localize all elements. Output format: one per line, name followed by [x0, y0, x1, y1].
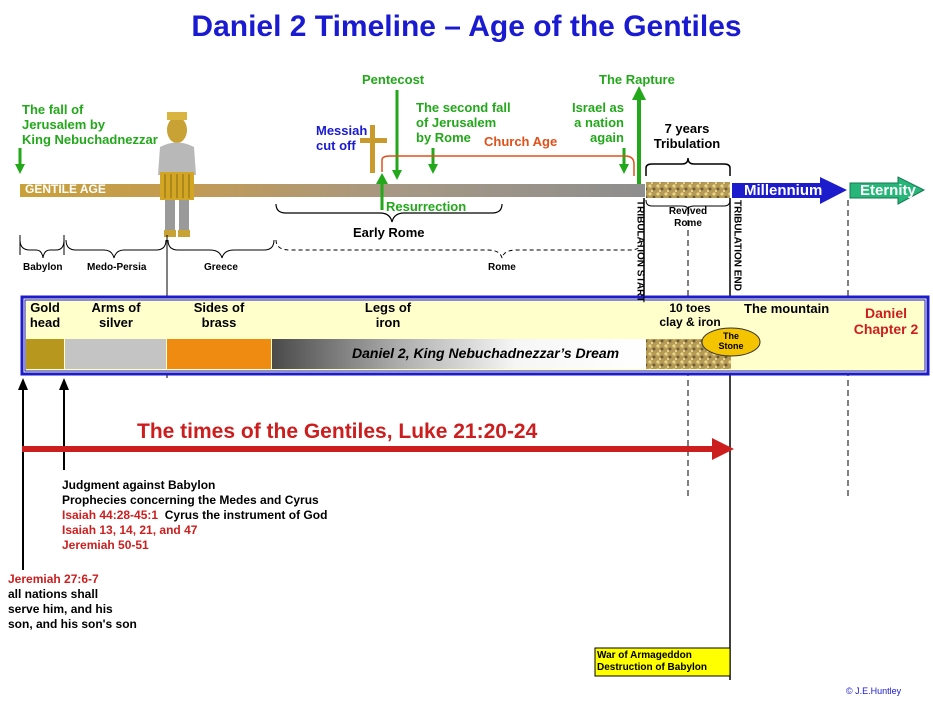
stone-ellipse: [701, 327, 761, 357]
page-title: Daniel 2 Timeline – Age of the Gentiles: [191, 10, 742, 43]
empire-medo-persia: Medo-Persia: [87, 262, 147, 273]
medo-persia-brace: [65, 239, 167, 259]
pentecost-label: Pentecost: [362, 72, 425, 87]
armageddon-label: War of Armageddon Destruction of Babylon: [597, 650, 708, 673]
stone-label: The Stone: [718, 331, 744, 352]
brass-block: [167, 339, 271, 369]
mountain-label: The mountain: [744, 301, 830, 316]
jeremiah-note: Jeremiah 27:6-7 all nations shall serve …: [8, 572, 137, 631]
second-fall-label: The second fall of Jerusalem by Rome: [416, 100, 511, 145]
sides-brass-label: Sides of brass: [193, 300, 245, 330]
statue-figure-icon: [158, 112, 196, 237]
gold-head-label: Gold head: [29, 300, 61, 330]
babylon-notes: Judgment against Babylon Prophecies conc…: [62, 478, 328, 552]
silver-block: [65, 339, 166, 369]
tribulation-bracket: [645, 157, 731, 176]
dream-label: Daniel 2, King Nebuchadnezzar’s Dream: [352, 345, 620, 361]
empire-rome: Rome: [488, 262, 516, 273]
millennium-arrow: [732, 177, 847, 204]
eternity-arrow: [849, 176, 926, 205]
eternity-label: Eternity: [860, 182, 916, 199]
copyright: © J.E.Huntley: [846, 686, 902, 696]
toes-label: 10 toes clay & iron: [659, 301, 721, 329]
early-rome-brace: [275, 203, 503, 223]
gentile-age-bar: [20, 184, 645, 197]
gold-block: [26, 339, 64, 369]
fall-jerusalem-label: The fall of Jerusalem by King Nebuchadne…: [22, 102, 158, 147]
daniel-label: Daniel Chapter 2: [853, 305, 919, 338]
rapture-label: The Rapture: [599, 72, 675, 87]
millennium-label: Millennium: [744, 182, 823, 199]
empire-greece: Greece: [204, 262, 238, 273]
revived-rome-label: Revived Rome: [668, 206, 708, 229]
greece-brace: [167, 239, 275, 259]
tribulation-end-label: TRIBULATION END: [731, 200, 743, 291]
times-gentiles-label: The times of the Gentiles, Luke 21:20-24: [137, 420, 538, 443]
iron-block: [272, 339, 647, 369]
arms-silver-label: Arms of silver: [91, 300, 141, 330]
gentile-age-label: GENTILE AGE: [25, 182, 106, 196]
messiah-label: Messiah cut off: [316, 123, 368, 153]
early-rome-label: Early Rome: [353, 225, 425, 240]
church-age-label: Church Age: [484, 134, 558, 149]
legs-iron-label: Legs of iron: [364, 300, 412, 330]
cross-icon: [360, 125, 387, 173]
rome-brace: [275, 239, 643, 259]
tribulation-start-label: TRIBULATION START: [634, 200, 646, 303]
armageddon-box: [594, 647, 731, 677]
empire-babylon: Babylon: [23, 262, 63, 273]
babylon-brace: [19, 239, 65, 259]
tribulation-bar: [646, 182, 730, 198]
church-age-bracket: [381, 155, 635, 176]
israel-label: Israel as a nation again: [571, 100, 624, 145]
tribulation-label: 7 years Tribulation: [653, 121, 721, 151]
resurrection-label: Resurrection: [386, 199, 467, 214]
